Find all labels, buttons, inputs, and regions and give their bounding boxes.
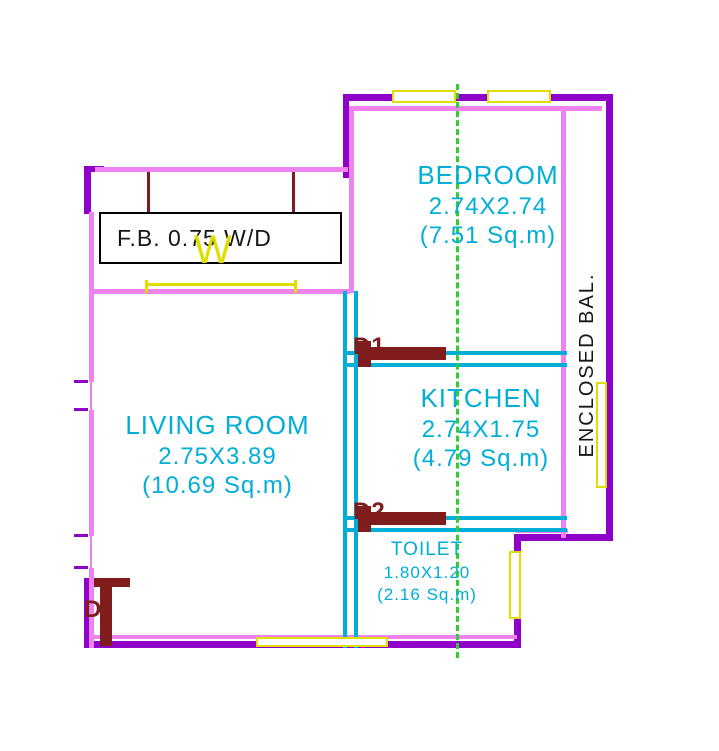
- wall-tick-fb-2: [292, 172, 295, 214]
- door-d2-jamb: [358, 506, 371, 532]
- window-top-1: [392, 90, 456, 103]
- door-label-entrance: D: [84, 596, 103, 623]
- enclosed-balcony-label: ENCLOSED BAL.: [576, 272, 598, 458]
- kitchen-dimensions: 2.74X1.75: [421, 415, 541, 443]
- window-tick-left-4: [74, 566, 88, 569]
- window-glass-left-2: [90, 536, 92, 568]
- wall-kitchen-toilet-a: [343, 516, 567, 520]
- window-fb-line: [146, 283, 296, 286]
- room-label-kitchen: KITCHEN 2.74X1.75 (4.79 Sq.m): [386, 383, 576, 473]
- door-d1-panel: [362, 347, 446, 360]
- center-line: [456, 84, 459, 658]
- fb-box: F.B. 0.75 W/D: [99, 212, 342, 264]
- window-glass-left-1: [90, 382, 92, 410]
- living-room-area: (10.69 Sq.m): [142, 471, 293, 499]
- window-toilet: [509, 551, 521, 619]
- outer-wall-right: [606, 94, 613, 541]
- toilet-area: (2.16 Sq.m): [377, 585, 477, 605]
- window-fb-tick-1: [145, 280, 148, 293]
- door-entrance-jamb: [94, 578, 130, 587]
- window-tick-left-3: [74, 534, 88, 537]
- wall-living-right-outer: [343, 291, 347, 648]
- window-top-2: [487, 90, 551, 103]
- room-label-toilet: TOILET 1.80X1.20 (2.16 Sq.m): [347, 538, 507, 606]
- wall-kitchen-toilet-b: [343, 528, 567, 532]
- wall-left-upper: [89, 212, 94, 382]
- outer-wall-left-top-stub: [84, 166, 104, 172]
- toilet-dimensions: 1.80X1.20: [383, 563, 471, 583]
- window-tick-left-2: [74, 408, 88, 411]
- room-label-living-room: LIVING ROOM 2.75X3.89 (10.69 Sq.m): [105, 410, 330, 500]
- door-label-d2: D2: [353, 498, 386, 525]
- outer-wall-left-top: [84, 166, 91, 214]
- living-room-dimensions: 2.75X3.89: [158, 442, 277, 470]
- toilet-name: TOILET: [390, 539, 464, 560]
- outer-wall-left-bottom: [84, 578, 90, 648]
- window-bottom: [256, 637, 388, 647]
- wall-bedroom-kitchen-a: [343, 351, 567, 355]
- outer-wall-top: [343, 94, 613, 101]
- kitchen-area: (4.79 Sq.m): [412, 444, 550, 472]
- window-fb-tick-2: [294, 280, 297, 293]
- wall-bedroom-left-inner: [349, 106, 354, 293]
- bedroom-area: (7.51 Sq.m): [419, 221, 557, 249]
- wall-left-lower: [89, 568, 94, 648]
- bedroom-dimensions: 2.74X2.74: [428, 192, 548, 220]
- bedroom-name: BEDROOM: [417, 160, 559, 190]
- window-balcony-right: [596, 382, 607, 488]
- door-entrance-panel: [100, 580, 112, 646]
- wall-tick-fb-1: [147, 172, 150, 214]
- washer-label: W: [194, 228, 232, 272]
- wall-balcony-left: [561, 106, 566, 538]
- window-tick-left-1: [74, 380, 88, 383]
- living-room-name: LIVING ROOM: [125, 410, 310, 440]
- fb-label: F.B. 0.75 W/D: [117, 224, 272, 251]
- room-label-bedroom: BEDROOM 2.74X2.74 (7.51 Sq.m): [388, 160, 588, 250]
- wall-left-middle: [89, 410, 94, 536]
- wall-living-top: [89, 289, 350, 294]
- wall-bedroom-left-upper: [343, 94, 349, 178]
- wall-fb-top: [95, 167, 348, 172]
- wall-bedroom-kitchen-b: [343, 363, 567, 367]
- door-label-d1: D1: [353, 333, 386, 360]
- wall-living-right-inner: [354, 291, 358, 648]
- door-d2-panel: [362, 512, 446, 525]
- door-d1-jamb: [358, 341, 371, 367]
- kitchen-name: KITCHEN: [420, 383, 542, 413]
- wall-bedroom-top-inner: [349, 106, 602, 111]
